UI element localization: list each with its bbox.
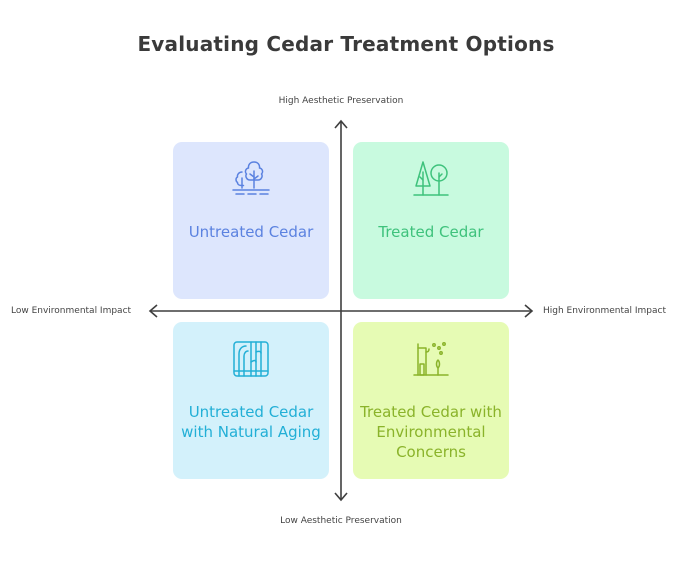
quadrant-label: Treated Cedar xyxy=(378,223,484,241)
arrow-left-icon xyxy=(148,304,158,318)
quadrant-label: Untreated Cedar with Natural Aging xyxy=(181,403,321,441)
axis-label-right: High Environmental Impact xyxy=(543,306,667,316)
quadrant-treated-cedar-environmental-concerns: Treated Cedar with Environmental Concern… xyxy=(353,322,509,479)
arrow-up-icon xyxy=(334,119,348,129)
quadrant-label: Untreated Cedar xyxy=(188,223,314,241)
arrow-right-icon xyxy=(524,304,534,318)
quadrant-label: Treated Cedar with Environmental Concern… xyxy=(360,403,502,461)
quadrant-untreated-cedar: Untreated Cedar xyxy=(173,142,329,299)
diagram-title: Evaluating Cedar Treatment Options xyxy=(137,32,555,56)
quadrant-untreated-cedar-natural-aging: Untreated Cedar with Natural Aging xyxy=(173,322,329,479)
axis-label-top: High Aesthetic Preservation xyxy=(278,96,404,106)
quadrant-treated-cedar: Treated Cedar xyxy=(353,142,509,299)
axis-label-bottom: Low Aesthetic Preservation xyxy=(280,516,402,526)
polluted-tree-icon xyxy=(413,342,449,376)
pine-tree-icon xyxy=(413,161,449,196)
trees-icon xyxy=(232,161,270,195)
arrow-down-icon xyxy=(334,492,348,502)
wood-grain-icon xyxy=(233,341,269,377)
axis-label-left: Low Environmental Impact xyxy=(11,306,132,316)
